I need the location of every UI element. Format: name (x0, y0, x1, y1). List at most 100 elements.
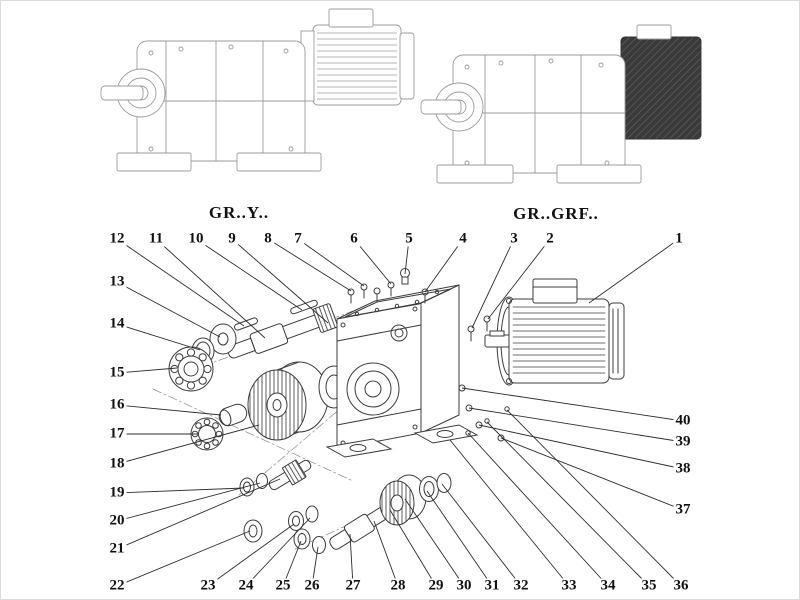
motor-fins (317, 32, 397, 100)
foot (236, 152, 322, 172)
leader-line-34 (467, 432, 609, 587)
part-number-28: 28 (388, 577, 408, 594)
part-number-31: 31 (482, 577, 502, 594)
part-number-6: 6 (348, 230, 360, 247)
part-number-22: 22 (107, 577, 127, 594)
helical-gear-large (247, 361, 329, 441)
small-rings (288, 505, 326, 554)
part-number-10: 10 (186, 230, 206, 247)
leader-line-33 (449, 439, 570, 587)
leader-line-40 (461, 387, 684, 422)
leader-line-7 (297, 238, 365, 287)
mounting-foot (325, 438, 393, 458)
part-number-5: 5 (403, 230, 415, 247)
leader-line-6 (353, 238, 392, 285)
bushing (218, 403, 248, 427)
part-number-35: 35 (639, 577, 659, 594)
part-number-8: 8 (262, 230, 274, 247)
motor-body (508, 298, 610, 384)
leader-line-19 (116, 487, 245, 494)
output-rings (419, 473, 452, 502)
part-number-18: 18 (107, 455, 127, 472)
part-number-19: 19 (107, 484, 127, 501)
part-number-27: 27 (343, 577, 363, 594)
part-number-7: 7 (292, 230, 304, 247)
part-number-14: 14 (107, 315, 127, 332)
leader-line-22 (116, 530, 251, 587)
variant-label-gr-y: GR..Y.. (208, 203, 270, 222)
leader-line-3 (471, 238, 515, 329)
part-number-9: 9 (226, 230, 238, 247)
leader-line-14 (116, 323, 201, 351)
leader-line-1 (588, 238, 680, 304)
terminal-box (328, 8, 374, 28)
leader-line-39 (468, 407, 684, 443)
part-number-23: 23 (198, 577, 218, 594)
leader-line-8 (267, 238, 352, 292)
leader-lines (116, 238, 684, 587)
part-number-4: 4 (457, 230, 469, 247)
variant-label-gr-grf: GR..GRF.. (513, 204, 599, 223)
pinion-shaft (268, 459, 312, 491)
leader-line-27 (349, 533, 354, 587)
foot (436, 164, 514, 184)
part-number-40: 40 (673, 412, 693, 429)
part-number-33: 33 (559, 577, 579, 594)
leader-line-4 (424, 238, 464, 293)
part-number-24: 24 (236, 577, 256, 594)
leader-line-35 (486, 421, 650, 587)
leader-line-37 (500, 437, 684, 511)
assembled-view-gr-grf (420, 24, 702, 184)
part-number-15: 15 (107, 364, 127, 381)
part-number-29: 29 (426, 577, 446, 594)
top-hardware (347, 268, 429, 304)
part-number-2: 2 (544, 230, 556, 247)
fan-cover (608, 302, 625, 380)
part-number-25: 25 (273, 577, 293, 594)
part-number-37: 37 (673, 501, 693, 518)
leader-line-36 (506, 409, 682, 587)
mounting-hardware (458, 315, 510, 442)
part-number-1: 1 (673, 230, 685, 247)
exploded-view (152, 268, 625, 554)
output-shaft (100, 85, 144, 101)
leader-line-29 (389, 509, 437, 587)
foot (556, 164, 642, 184)
shaft-key (290, 299, 318, 315)
terminal-box (532, 278, 578, 304)
shaft-key (234, 317, 258, 331)
input-shaft-assembly (227, 303, 338, 359)
part-number-39: 39 (673, 433, 693, 450)
output-gear (379, 474, 427, 526)
leader-line-10 (195, 238, 303, 311)
leader-line-12 (116, 238, 245, 327)
leader-line-15 (116, 367, 178, 374)
mounting-foot (413, 424, 479, 444)
part-number-13: 13 (107, 273, 127, 290)
part-number-11: 11 (146, 230, 166, 247)
part-number-21: 21 (107, 540, 127, 557)
part-number-36: 36 (671, 577, 691, 594)
leader-line-16 (116, 404, 222, 416)
housing (325, 284, 479, 458)
leader-line-31 (426, 490, 493, 587)
output-shaft (420, 99, 462, 115)
part-number-30: 30 (454, 577, 474, 594)
leader-line-28 (373, 520, 399, 587)
leader-line-13 (116, 281, 221, 338)
part-number-12: 12 (107, 230, 127, 247)
part-number-17: 17 (107, 425, 127, 442)
leader-line-2 (487, 238, 551, 320)
part-number-20: 20 (107, 512, 127, 529)
part-number-3: 3 (508, 230, 520, 247)
leader-line-18 (116, 424, 260, 465)
leader-line-32 (441, 483, 522, 587)
motor-fins (512, 306, 606, 374)
leader-line-11 (155, 238, 266, 339)
ball-bearing-large (168, 346, 214, 392)
input-adapter-block (620, 36, 702, 140)
assembled-view-gr-y (100, 8, 415, 172)
seal-ring (209, 323, 237, 355)
